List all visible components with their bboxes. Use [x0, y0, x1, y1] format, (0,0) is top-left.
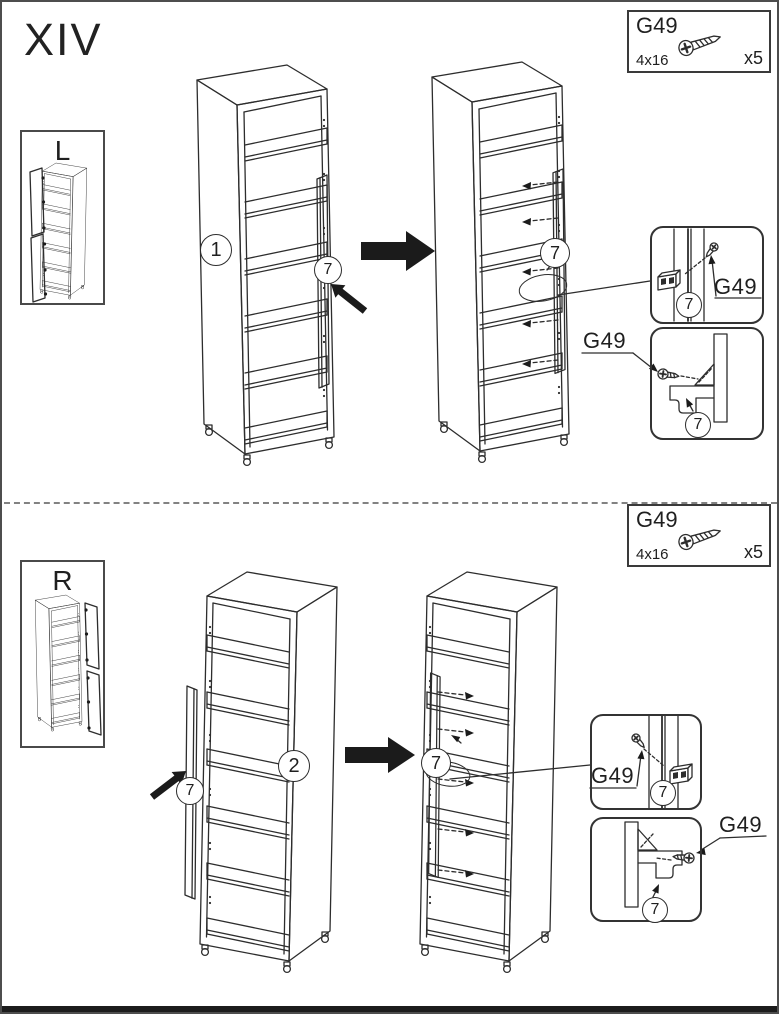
strip-number-badge: 7 — [176, 777, 204, 805]
orientation-letter: R — [52, 565, 73, 596]
parts-box-bottom: G49 4x16 x5 — [627, 504, 771, 567]
profile-detail-top — [581, 333, 728, 423]
screw-direction-arrows-bottom — [437, 691, 474, 878]
detail-link-top — [518, 259, 651, 302]
screw-ref-label: G49 — [719, 812, 763, 837]
profile-detail-bottom — [624, 821, 767, 908]
orientation-box-left: L — [20, 130, 105, 305]
step-arrow-top-icon — [361, 231, 435, 271]
page-footer-bar — [2, 1006, 777, 1012]
mini-cabinet-left — [29, 163, 87, 303]
callout-part-badge: 7 — [685, 412, 711, 438]
attach-arrow-top-icon — [331, 284, 368, 314]
hinge-dots-left — [41, 176, 48, 296]
hinge-dots-right — [84, 608, 91, 730]
installed-strip-badge: 7 — [540, 238, 570, 268]
callout-profile-bottom — [590, 817, 702, 922]
part-id-label: G49 — [636, 13, 678, 38]
screw-ref-label: G49 — [591, 763, 635, 788]
callout-bracket-bottom — [590, 714, 702, 810]
screw-size-label: 4x16 — [636, 546, 669, 563]
panel-number-badge: 2 — [278, 750, 310, 782]
section-divider — [4, 502, 777, 504]
step-arrow-bottom-icon — [345, 737, 415, 773]
screw-ref-label: G49 — [714, 274, 758, 299]
callout-bracket-top — [650, 226, 764, 324]
step-number: XIV — [24, 14, 103, 65]
orientation-letter: L — [54, 135, 71, 166]
callout-part-badge: 7 — [642, 897, 668, 923]
screw-ref-label: G49 — [583, 328, 627, 353]
attach-arrow-bottom-icon — [149, 771, 186, 800]
screw-direction-arrows-top — [522, 181, 559, 368]
callout-part-badge: 7 — [650, 780, 676, 806]
installed-strip-badge: 7 — [421, 748, 451, 778]
strip-number-badge: 7 — [314, 256, 342, 284]
mini-cabinet-right — [35, 595, 102, 736]
screw-quantity-label: x5 — [743, 542, 763, 562]
part-id-label: G49 — [636, 507, 678, 532]
parts-box-top: G49 4x16 x5 — [627, 10, 771, 73]
screw-quantity-label: x5 — [743, 48, 763, 68]
cabinet-2-drawing — [200, 572, 337, 972]
orientation-box-right: R — [20, 560, 105, 748]
callout-part-badge: 7 — [676, 292, 702, 318]
panel-number-badge: 1 — [200, 234, 232, 266]
bracket-detail-bottom — [589, 715, 693, 809]
callout-profile-top — [650, 327, 764, 440]
screw-size-label: 4x16 — [636, 52, 669, 69]
